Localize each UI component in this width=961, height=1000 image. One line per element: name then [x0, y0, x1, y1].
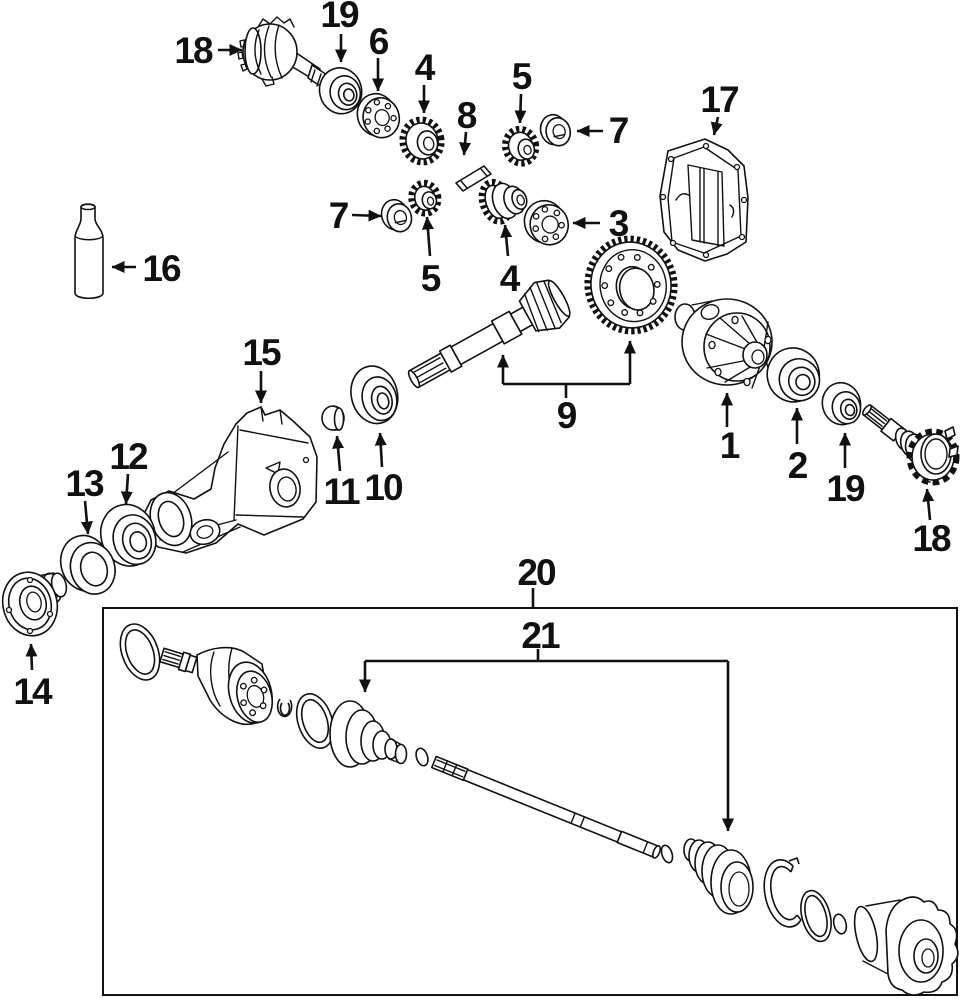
callout-axle-assembly-20: 20	[517, 552, 556, 593]
boot-clamp-oval-drawing	[295, 693, 335, 749]
callout-washer-7-top: 7	[609, 110, 628, 151]
callout-washer-3: 3	[609, 203, 629, 244]
differential-case-1-drawing	[674, 298, 773, 389]
ring-b6-drawing	[415, 747, 429, 767]
cap-11-drawing	[321, 405, 345, 431]
cv-boot-inner-drawing	[329, 700, 408, 768]
bearing-12-drawing	[99, 503, 157, 567]
callout-seal-13: 13	[65, 463, 104, 504]
washer-3-drawing	[523, 199, 570, 246]
bearing-19-right-drawing	[821, 381, 862, 426]
inner-cv-joint-drawing	[159, 646, 274, 725]
seal-13-drawing	[59, 534, 116, 595]
snap-ring-small-drawing	[276, 698, 293, 718]
bearing-2-drawing	[766, 347, 821, 403]
drive-pinion-shaft-drawing	[407, 279, 571, 389]
differential-cover-17-drawing	[659, 138, 749, 262]
callout-pin-8: 8	[457, 95, 477, 136]
snap-ring-large-drawing	[763, 856, 802, 928]
callout-pinion-5-top: 5	[512, 56, 532, 97]
side-gear-4-bottom-drawing	[478, 178, 528, 225]
callout-side-gear-4-top: 4	[415, 47, 436, 88]
callout-bearing-19-right: 19	[826, 468, 865, 509]
pinion-gear-5-top-drawing	[502, 125, 540, 167]
callout-washer-7-mid: 7	[329, 195, 348, 236]
ring-gear-drawing	[584, 235, 678, 335]
callout-housing-15: 15	[242, 332, 281, 373]
outer-cv-housing-drawing	[853, 896, 959, 996]
callout-washer-6: 6	[369, 21, 389, 62]
callout-diff-case-1: 1	[720, 425, 740, 466]
thrust-washer-7-mid-drawing	[380, 198, 413, 233]
callout-bearing-2: 2	[788, 445, 808, 486]
callout-boot-kit-21: 21	[521, 615, 560, 656]
callout-stub-axle-left: 18	[174, 30, 213, 71]
leader-lines	[25, 34, 935, 832]
cv-boot-outer-drawing	[683, 838, 754, 915]
callout-bearing-10: 10	[364, 467, 403, 508]
callout-labels: 18 19 6 4 8 5 7 17 7 5 4 3 16 15 9 1 2 1…	[13, 0, 953, 712]
callout-stub-axle-right: 18	[912, 518, 951, 559]
bearing-19-top-drawing	[318, 67, 363, 115]
carrier-housing-15-drawing	[142, 406, 318, 554]
callout-cap-11: 11	[323, 471, 360, 512]
oil-bottle-16-drawing	[74, 203, 104, 300]
stub-axle-right-drawing	[861, 404, 960, 486]
callout-pinion-5-bottom: 5	[421, 258, 441, 299]
oval-ring-right-drawing	[800, 889, 832, 943]
boot-clamp-ring-left-drawing	[119, 623, 161, 681]
side-gear-4-top-drawing	[399, 116, 445, 166]
callout-bearing-19-top: 19	[320, 0, 359, 35]
stub-axle-left-drawing	[237, 16, 331, 90]
washer-6-drawing	[356, 92, 401, 139]
callout-gear-set-9: 9	[557, 395, 577, 436]
bearing-10-drawing	[350, 365, 399, 425]
axle-shaft-bar-drawing	[430, 755, 662, 859]
callout-cover-17: 17	[700, 79, 738, 120]
callout-oil-bottle-16: 16	[142, 248, 181, 289]
ring-b8-drawing	[660, 844, 674, 864]
callout-flange-14: 14	[13, 671, 53, 712]
ring-b12-drawing	[832, 913, 848, 935]
callout-side-gear-4-bot: 4	[500, 258, 521, 299]
callout-bearing-12: 12	[109, 436, 148, 477]
pin-8-drawing	[455, 165, 492, 192]
axle-assembly-box	[102, 607, 958, 996]
pinion-gear-5-bottom-drawing	[408, 179, 442, 217]
flange-14-drawing	[1, 571, 68, 637]
thrust-washer-7-top-drawing	[539, 113, 572, 147]
